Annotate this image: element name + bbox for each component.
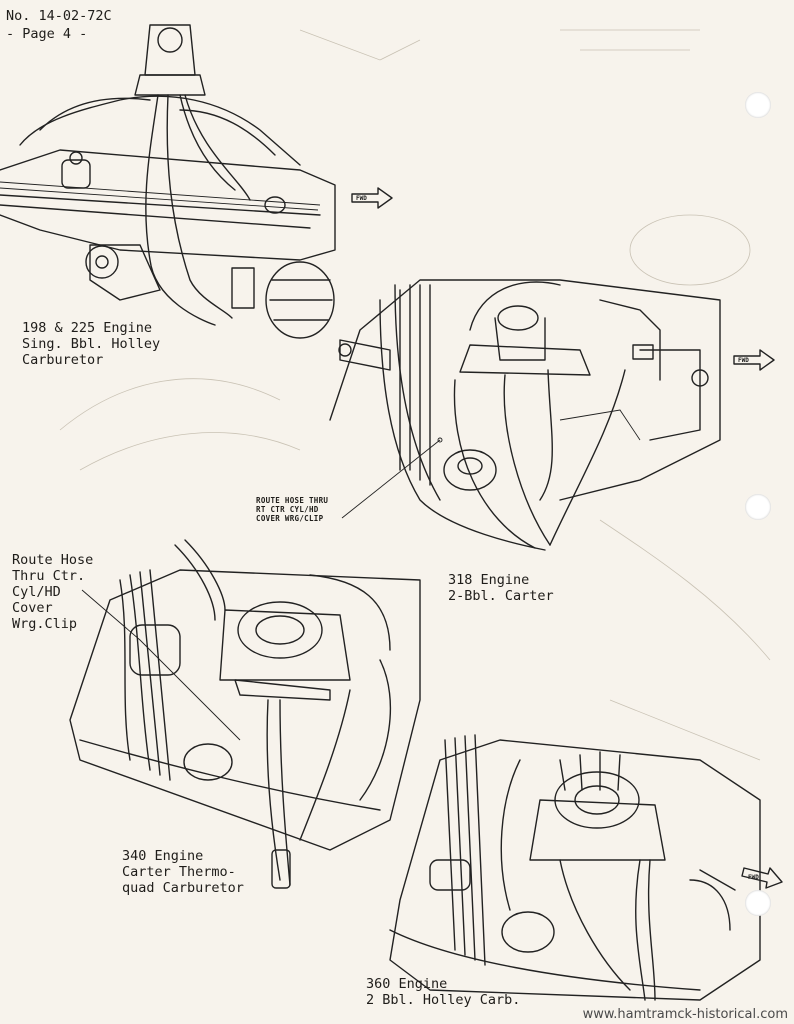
fwd-arrow-2: FWD <box>733 349 775 371</box>
caption-line: 360 Engine <box>366 976 448 992</box>
caption-line: Carter Thermo- <box>122 864 236 880</box>
svg-text:FWD: FWD <box>738 357 749 364</box>
caption-line: Sing. Bbl. Holley <box>22 336 161 352</box>
callout-line: Thru Ctr. <box>12 568 86 584</box>
caption-line: 198 & 225 Engine <box>22 320 153 336</box>
figure-318-drawing <box>329 279 721 551</box>
callout-line: Route Hose <box>12 552 94 568</box>
svg-text:FWD: FWD <box>748 874 759 881</box>
callout-line: RT CTR CYL/HD <box>256 505 319 514</box>
binder-hole-middle <box>745 494 771 520</box>
fwd-arrow-1: FWD <box>351 187 393 209</box>
callout-line: Cyl/HD <box>12 584 61 600</box>
callout-line: ROUTE HOSE THRU <box>256 496 329 505</box>
caption-line: 2-Bbl. Carter <box>448 588 554 604</box>
caption-line: 318 Engine <box>448 572 530 588</box>
document-number: No. 14-02-72C <box>6 8 112 24</box>
caption-340: 340 Engine Carter Thermo- quad Carbureto… <box>122 848 244 896</box>
caption-198-225: 198 & 225 Engine Sing. Bbl. Holley Carbu… <box>22 320 160 368</box>
figure-198-225-drawing <box>0 24 336 339</box>
caption-line: 340 Engine <box>122 848 204 864</box>
callout-line: Cover <box>12 600 53 616</box>
caption-318: 318 Engine 2-Bbl. Carter <box>448 572 554 604</box>
callout-line: COVER WRG/CLIP <box>256 514 324 523</box>
figure-340-drawing <box>69 539 421 889</box>
caption-360: 360 Engine 2 Bbl. Holley Carb. <box>366 976 520 1008</box>
ghost-drawing <box>59 29 771 761</box>
fwd-arrow-3: FWD <box>741 867 783 889</box>
callout-route-hose-small: ROUTE HOSE THRU RT CTR CYL/HD COVER WRG/… <box>256 496 328 523</box>
site-watermark: www.hamtramck-historical.com <box>582 1007 788 1022</box>
svg-text:FWD: FWD <box>356 195 367 202</box>
callout-route-hose-large: Route Hose Thru Ctr. Cyl/HD Cover Wrg.Cl… <box>12 552 93 632</box>
figure-360-drawing <box>389 734 761 1001</box>
binder-hole-top <box>745 92 771 118</box>
caption-line: Carburetor <box>22 352 104 368</box>
page-number: - Page 4 - <box>6 26 88 42</box>
caption-line: quad Carburetor <box>122 880 244 896</box>
callout-line: Wrg.Clip <box>12 616 78 632</box>
caption-line: 2 Bbl. Holley Carb. <box>366 992 521 1008</box>
binder-hole-bottom <box>745 890 771 916</box>
